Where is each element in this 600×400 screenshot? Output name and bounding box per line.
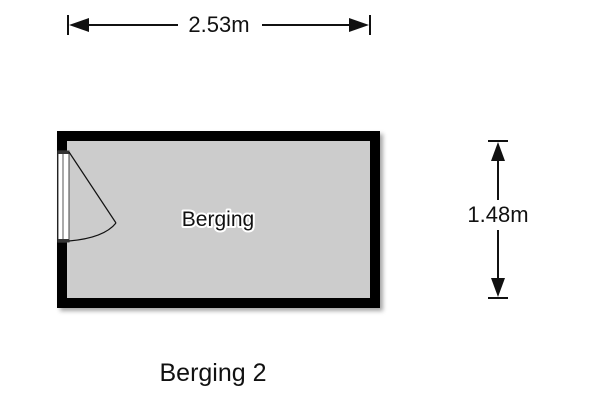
width-dimension: 2.53m xyxy=(67,12,371,37)
plan-caption: Berging 2 xyxy=(159,359,266,387)
height-label: 1.48m xyxy=(467,202,528,227)
floor xyxy=(67,141,370,298)
door-swing xyxy=(68,151,117,242)
room-label: Berging xyxy=(182,208,254,231)
room-berging: Berging xyxy=(57,131,380,308)
height-dimension: 1.48m xyxy=(467,140,529,299)
width-label: 2.53m xyxy=(188,12,249,37)
